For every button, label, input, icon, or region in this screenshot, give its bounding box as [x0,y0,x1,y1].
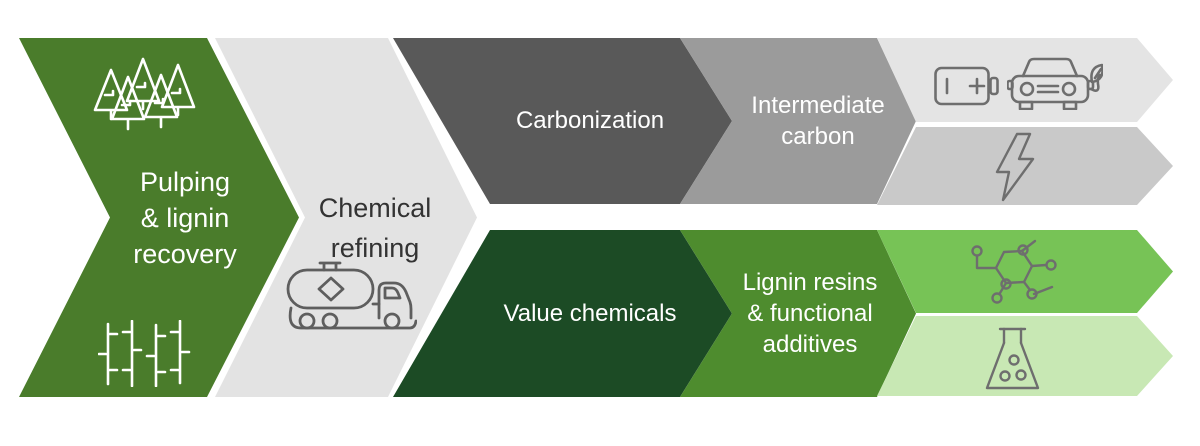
output-band-battery-mobility [877,38,1173,122]
output-band-electricity [877,127,1173,205]
molecule-icon [971,239,1057,304]
stage-pulping-label: Pulping & lignin recovery [133,166,237,269]
tanker-truck-icon [286,261,417,330]
stage-carbonization-label: Carbonization [515,107,665,134]
electric-car-leaf-icon [1007,57,1103,110]
lightning-bolt-icon [995,132,1035,202]
cane-stalks-icon [98,320,191,387]
output-band-lab-chemicals [877,316,1173,396]
forest-trees-icon [93,57,196,131]
flask-icon [985,327,1040,390]
stage-intermediate-carbon-label: Intermediate carbon [751,92,885,150]
stage-lignin-resins-chevron: Lignin resins & functional additives [680,230,916,397]
stage-lignin-resins-label: Lignin resins & functional additives [742,269,878,358]
battery-icon [934,66,999,106]
stage-value-chemicals-label: Value chemicals [503,299,677,327]
stage-chemical-refining-label: Chemical refining [318,193,432,263]
output-band-polymer-materials [877,230,1173,313]
